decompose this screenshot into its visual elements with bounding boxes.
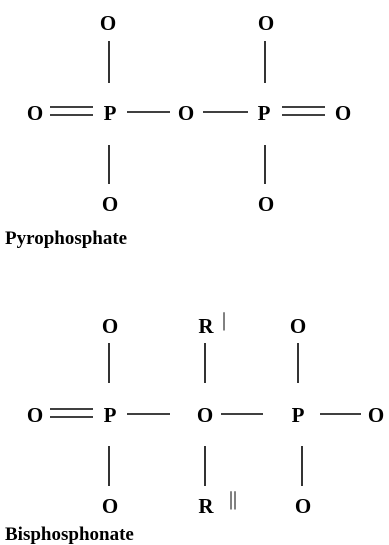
bisphosphonate-caption: Bisphosphonate	[5, 524, 134, 545]
bis-oxygen-right: O	[368, 403, 384, 427]
bis-bonds	[50, 343, 361, 486]
pyro-oxygen-bridge: O	[178, 101, 194, 125]
bis-phosphorus-left: P	[104, 403, 117, 427]
bis-r1-group: R	[198, 314, 214, 338]
bisphosphonate-structure: O R | O O P O P O O R || O Bisphosphona	[5, 309, 384, 545]
bis-oxygen-bottom-right: O	[295, 494, 311, 518]
pyro-oxygen-bottom-right: O	[258, 192, 274, 216]
pyro-phosphorus-left: P	[104, 101, 117, 125]
bis-r1-prime-mark: |	[222, 309, 226, 331]
bis-r2-group: R	[198, 494, 214, 518]
pyrophosphate-structure: O O O P O P O O O Pyrophosphate	[5, 11, 351, 249]
bis-oxygen-left: O	[27, 403, 43, 427]
pyro-oxygen-bottom-left: O	[102, 192, 118, 216]
pyro-oxygen-right: O	[335, 101, 351, 125]
bis-r2-double-prime-mark: ||	[229, 488, 237, 510]
bis-phosphorus-right: P	[292, 403, 305, 427]
bis-oxygen-bottom-left: O	[102, 494, 118, 518]
pyro-oxygen-top-right: O	[258, 11, 274, 35]
pyrophosphate-caption: Pyrophosphate	[5, 228, 127, 249]
pyro-oxygen-top-left: O	[100, 11, 116, 35]
bis-oxygen-top-left: O	[102, 314, 118, 338]
pyro-bonds	[50, 41, 325, 184]
pyro-phosphorus-right: P	[258, 101, 271, 125]
bis-oxygen-top-right: O	[290, 314, 306, 338]
pyro-oxygen-left: O	[27, 101, 43, 125]
bis-oxygen-center: O	[197, 403, 213, 427]
